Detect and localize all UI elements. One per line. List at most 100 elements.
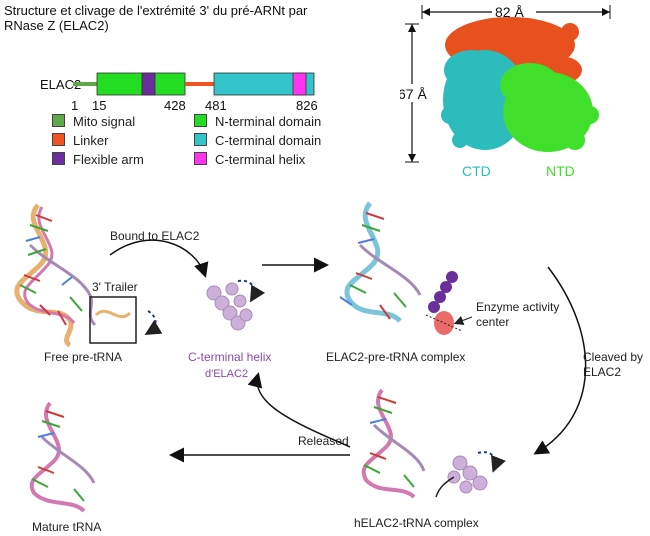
c-terminal-domain-segment xyxy=(213,72,315,96)
free-pre-trna-label: Free pre-tRNA xyxy=(44,350,122,364)
c-terminal-helix-model xyxy=(206,282,253,331)
ctd-label: CTD xyxy=(462,163,491,179)
trna-backbone xyxy=(372,423,426,472)
base-pair xyxy=(45,410,65,418)
released-label: Released xyxy=(298,434,349,448)
position-label: 481 xyxy=(205,98,227,113)
base-pair xyxy=(25,236,41,242)
cleaved-label-line-1: Cleaved by xyxy=(583,350,643,364)
enzyme-pointer xyxy=(453,315,473,325)
height-arrow-top-icon xyxy=(408,24,416,32)
height-label: 67 Å xyxy=(400,86,427,102)
legend-item-c-terminal: C-terminal domain xyxy=(194,133,321,149)
position-label: 428 xyxy=(164,98,186,113)
trna-backbone xyxy=(29,401,86,513)
base-pair xyxy=(29,224,49,232)
base-pair xyxy=(31,478,49,488)
trailer-highlight-box xyxy=(89,296,137,344)
base-pair xyxy=(369,418,387,424)
helix-coil xyxy=(239,308,253,322)
base-pair xyxy=(37,466,55,474)
legend-label: Mito signal xyxy=(73,114,136,129)
cleaved-label-line-2: ELAC2 xyxy=(583,365,621,379)
base-pair xyxy=(27,248,47,256)
base-pair xyxy=(73,488,85,502)
legend-swatch xyxy=(194,114,207,127)
base-pair xyxy=(369,452,387,460)
surface-bump xyxy=(450,30,470,50)
base-pair xyxy=(363,464,381,474)
base-pair xyxy=(349,284,367,294)
base-pair xyxy=(35,214,53,222)
surface-bump xyxy=(561,23,579,41)
base-pair xyxy=(377,396,397,404)
base-pair xyxy=(41,420,61,428)
helix-coil xyxy=(206,285,222,301)
base-pair xyxy=(339,296,353,306)
elac2-domain-bar: ELAC2 1 15 428 481 826 xyxy=(40,72,318,113)
mito-signal-segment xyxy=(73,82,97,86)
mature-trna-label: Mature tRNA xyxy=(32,520,101,534)
width-arrow-left-icon xyxy=(422,8,430,16)
elac2-pre-trna-complex-model xyxy=(339,201,463,335)
legend-swatch xyxy=(194,133,207,146)
base-pair xyxy=(403,474,415,488)
legend-item-n-terminal: N-terminal domain xyxy=(194,114,321,130)
base-pair xyxy=(361,224,381,232)
legend-swatch xyxy=(52,133,65,146)
trailer-strand xyxy=(94,309,132,319)
width-label: 82 Å xyxy=(495,4,524,20)
height-arrow-bottom-icon xyxy=(408,154,416,162)
legend-label: C-terminal domain xyxy=(215,133,322,148)
c-terminal-helix-segment xyxy=(292,72,307,96)
base-pair xyxy=(39,304,51,316)
legend-swatch xyxy=(52,152,65,165)
trna-backbone xyxy=(344,201,402,323)
base-pair xyxy=(69,296,83,312)
active-site-dashes xyxy=(425,314,463,332)
helix-coil xyxy=(472,475,488,491)
complex-label: ELAC2-pre-tRNA complex xyxy=(326,350,465,364)
base-pair xyxy=(61,276,73,286)
enzyme-label-line-2: center xyxy=(476,315,509,329)
base-pair xyxy=(373,406,393,414)
flexible-arm-segment xyxy=(141,72,156,96)
arm-coil xyxy=(446,271,458,283)
linker-segment xyxy=(185,82,214,86)
figure-title: Structure et clivage de l'extrémité 3' d… xyxy=(4,3,308,33)
cleavage-pathway-diagram: 3' Trailer Free pre-tRNA Bound to ELAC2 … xyxy=(14,201,643,534)
arm-coil xyxy=(434,291,446,303)
trailer-motion-arrow xyxy=(144,310,163,336)
enzyme-label-line-1: Enzyme activity xyxy=(476,300,559,314)
c-terminal-helix-label: C-terminal helix xyxy=(188,350,271,364)
trna-backbone xyxy=(14,203,74,348)
helac2-trna-complex-model xyxy=(361,388,488,499)
helix-return-arrow xyxy=(247,372,351,448)
protein-surface xyxy=(441,17,599,152)
base-pair xyxy=(23,274,41,282)
enzyme-active-site xyxy=(434,311,454,335)
helix-coil xyxy=(452,455,468,471)
hcomplex-label: hELAC2-tRNA complex xyxy=(354,516,479,530)
position-label: 1 xyxy=(71,98,78,113)
surface-bump xyxy=(565,130,585,150)
arm-coil xyxy=(440,281,452,293)
width-label-bg xyxy=(492,3,536,19)
free-pre-trna-model xyxy=(14,203,97,348)
base-pair xyxy=(357,238,375,244)
legend-item-linker: Linker xyxy=(52,133,108,149)
base-pair xyxy=(379,304,391,320)
helix-coil xyxy=(222,305,238,321)
n-terminal-domain-segment xyxy=(96,72,186,96)
linker-tail xyxy=(435,476,455,498)
legend-swatch xyxy=(52,114,65,127)
surface-bump xyxy=(441,106,459,124)
helix-coil xyxy=(214,295,230,311)
base-pair xyxy=(355,272,373,280)
legend-item-mito-signal: Mito signal xyxy=(52,114,135,130)
ctd-region xyxy=(444,50,500,90)
base-pair xyxy=(365,212,385,220)
trna-backbone xyxy=(40,435,96,484)
trna-backbone xyxy=(358,243,422,296)
mature-trna-model xyxy=(29,401,96,513)
